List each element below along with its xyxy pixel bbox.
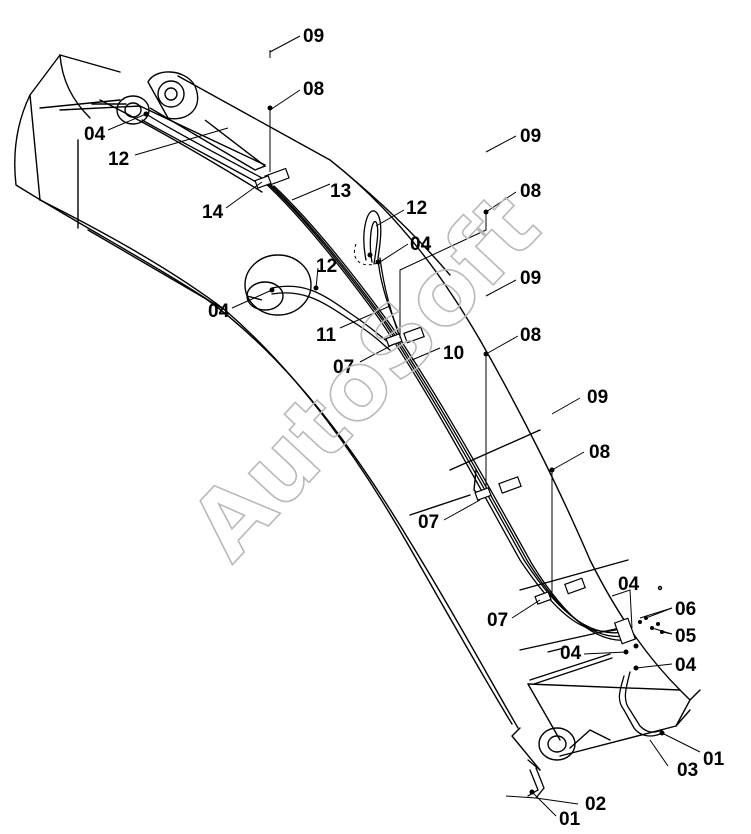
callout-06: 06 — [675, 599, 696, 620]
leader-lines — [107, 35, 701, 817]
callout-05: 05 — [675, 626, 697, 647]
callout-07: 07 — [487, 610, 508, 631]
callout-07: 07 — [333, 357, 354, 378]
callout-03: 03 — [677, 760, 698, 781]
callout-09: 09 — [520, 268, 541, 289]
callout-14: 14 — [202, 202, 224, 223]
callout-09: 09 — [587, 387, 608, 408]
callout-10: 10 — [443, 343, 464, 364]
callout-04: 04 — [560, 643, 582, 664]
callout-04: 04 — [410, 234, 432, 255]
callout-11: 11 — [316, 325, 337, 346]
callout-04: 04 — [84, 124, 106, 145]
callout-08: 08 — [589, 442, 610, 463]
callout-12: 12 — [406, 198, 427, 219]
callout-13: 13 — [330, 181, 351, 202]
callout-12: 12 — [108, 149, 129, 170]
callout-04: 04 — [208, 301, 230, 322]
callout-08: 08 — [303, 79, 324, 100]
hydraulic-pipes — [141, 113, 663, 799]
callout-04: 04 — [618, 574, 640, 595]
callout-labels: 09 08 04 12 14 13 09 08 12 04 12 04 11 0… — [84, 26, 725, 830]
callout-01: 01 — [703, 749, 725, 770]
pipe-clamps — [254, 167, 637, 645]
callout-07: 07 — [418, 512, 439, 533]
callout-04: 04 — [675, 655, 697, 676]
callout-12: 12 — [316, 256, 337, 277]
callout-08: 08 — [520, 325, 541, 346]
callout-08: 08 — [520, 181, 541, 202]
callout-01: 01 — [559, 809, 581, 830]
callout-02: 02 — [585, 794, 606, 815]
callout-09: 09 — [520, 126, 541, 147]
callout-09: 09 — [303, 26, 324, 47]
boom-pin-bosses — [116, 71, 663, 761]
